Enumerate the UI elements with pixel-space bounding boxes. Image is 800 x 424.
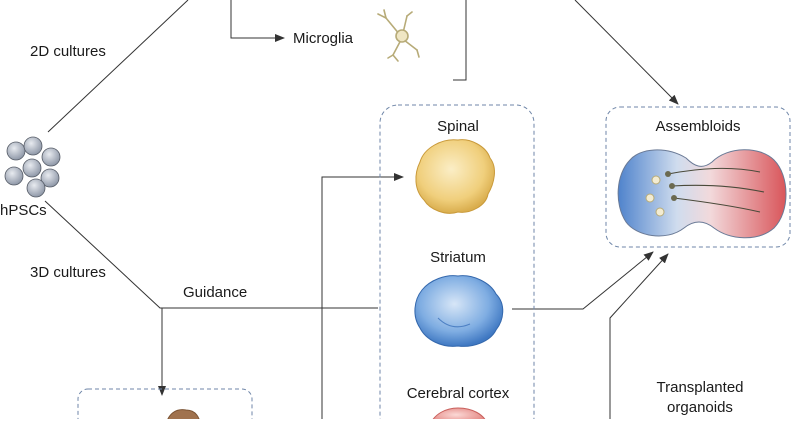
label-2d-cultures: 2D cultures bbox=[30, 43, 106, 60]
label-assembloids: Assembloids bbox=[655, 118, 741, 135]
label-3d-cultures: 3D cultures bbox=[30, 264, 106, 281]
cerebral-cortex-organoid bbox=[429, 407, 489, 424]
neuron-cells bbox=[645, 175, 665, 217]
connector-lines bbox=[44, 0, 679, 419]
microglia-cell-icon bbox=[377, 9, 420, 62]
label-cerebral-cortex: Cerebral cortex bbox=[406, 385, 510, 402]
brain-region-organoids-box bbox=[379, 104, 535, 424]
spinal-organoid bbox=[415, 139, 495, 214]
label-hpscs: hPSCs bbox=[0, 202, 47, 219]
arrow-transplanted-to-assembloids bbox=[609, 253, 669, 419]
arrow-to-microglia bbox=[230, 0, 285, 42]
label-striatum: Striatum bbox=[430, 249, 486, 266]
striatum-organoid bbox=[414, 275, 504, 347]
arrow-striatum-to-assembloids bbox=[512, 251, 654, 310]
label-organoids: organoids bbox=[667, 399, 733, 416]
arrow-to-spinal bbox=[321, 173, 404, 419]
striatum-inner-detail bbox=[437, 317, 471, 328]
line-hpscs-to-2d bbox=[47, 0, 189, 133]
label-microglia: Microglia bbox=[293, 30, 354, 47]
bottom-left-box bbox=[77, 388, 253, 424]
label-guidance: Guidance bbox=[183, 284, 248, 301]
line-top-right-bracket bbox=[453, 0, 467, 81]
line-hpscs-to-3d bbox=[44, 200, 378, 309]
assembloid-illustration bbox=[617, 149, 787, 239]
arrow-to-assembloids-top bbox=[574, 0, 679, 105]
assembloids-box bbox=[605, 106, 791, 248]
brown-organoid bbox=[165, 409, 201, 424]
label-spinal: Spinal bbox=[437, 118, 479, 135]
neuron-projections bbox=[667, 167, 765, 213]
stem-cell-cluster-icon bbox=[4, 136, 61, 198]
label-transplanted: Transplanted bbox=[656, 379, 744, 396]
